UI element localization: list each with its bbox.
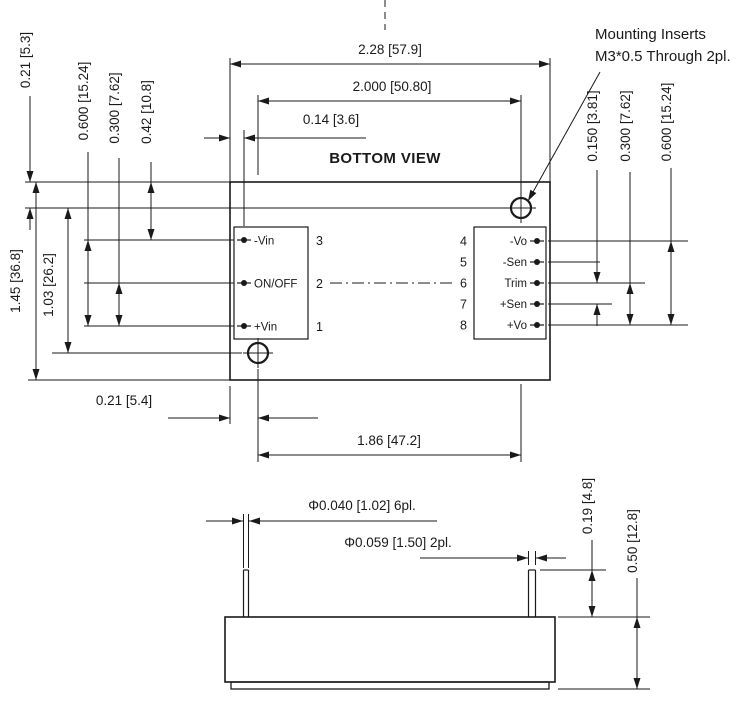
input-pin-symbols <box>237 237 251 329</box>
module-side-view <box>224 569 556 690</box>
mounting-note-line2: M3*0.5 Through 2pl. <box>595 48 731 65</box>
dim-right-pitch-600: 0.600 [15.24] <box>659 83 674 162</box>
pin-label-trim: Trim <box>504 278 527 290</box>
output-pin-symbols <box>530 238 544 328</box>
dim-hole-span-height: 1.03 [26.2] <box>41 253 56 317</box>
dim-edge-to-hole-y: 0.21 [5.3] <box>18 32 33 88</box>
dim-body-height: 0.50 [12.8] <box>625 509 640 573</box>
pin-label-onoff: ON/OFF <box>254 279 297 291</box>
dim-pin-diameter: Φ0.040 [1.02] 6pl. <box>308 498 416 513</box>
pin-number-3: 3 <box>316 234 323 248</box>
side-view-signal-pin <box>242 569 250 617</box>
dim-pin-span-300: 0.300 [7.62] <box>107 72 122 143</box>
dim-pin-span-600: 0.600 [15.24] <box>76 62 91 141</box>
module-outline <box>229 181 551 381</box>
dim-standoff-diameter: Φ0.059 [1.50] 2pl. <box>344 535 452 550</box>
dim-pin-length: 0.19 [4.8] <box>580 478 595 534</box>
pin-label-vin-pos: +Vin <box>254 322 277 334</box>
dim-right-pitch-300: 0.300 [7.62] <box>618 90 633 161</box>
pin-number-2: 2 <box>316 277 323 291</box>
side-view-body <box>224 616 556 683</box>
dim-edge-to-hole-x: 0.21 [5.4] <box>96 393 152 408</box>
dim-hole-span-bottom: 1.86 [47.2] <box>357 433 421 448</box>
mounting-note-line1: Mounting Inserts <box>595 26 706 43</box>
pin-number-6: 6 <box>460 277 467 291</box>
pin-label-sen-pos: +Sen <box>500 299 527 311</box>
pin-label-vo-neg: -Vo <box>510 236 527 248</box>
input-pin-group-box <box>233 226 309 340</box>
view-title: BOTTOM VIEW <box>329 150 441 167</box>
dim-edge-to-pin3: 0.42 [10.8] <box>139 80 154 144</box>
dimension-lines <box>25 0 688 690</box>
pin-label-vo-pos: +Vo <box>507 320 527 332</box>
pin-label-vin-neg: -Vin <box>254 236 274 248</box>
mounting-hole-top-right-icon <box>506 193 536 223</box>
dim-overall-height: 1.45 [36.8] <box>8 249 23 313</box>
pin-number-8: 8 <box>460 319 467 333</box>
pin-number-7: 7 <box>460 298 467 312</box>
dim-right-pitch-150: 0.150 [3.81] <box>585 90 600 161</box>
side-view-base-strip <box>230 681 550 690</box>
pin-number-4: 4 <box>460 235 467 249</box>
output-pin-group-box <box>473 226 547 340</box>
pin-number-5: 5 <box>460 256 467 270</box>
dim-overall-width: 2.28 [57.9] <box>358 42 422 57</box>
dim-hole-span-width: 2.000 [50.80] <box>353 79 432 94</box>
dim-pin-col-offset: 0.14 [3.6] <box>303 112 359 127</box>
side-view-standoff-pin <box>527 569 537 617</box>
pin-number-1: 1 <box>316 320 323 334</box>
pin-label-sen-neg: -Sen <box>503 257 527 269</box>
mounting-hole-bottom-left-icon <box>243 338 273 368</box>
module-bottom-view <box>229 181 551 381</box>
